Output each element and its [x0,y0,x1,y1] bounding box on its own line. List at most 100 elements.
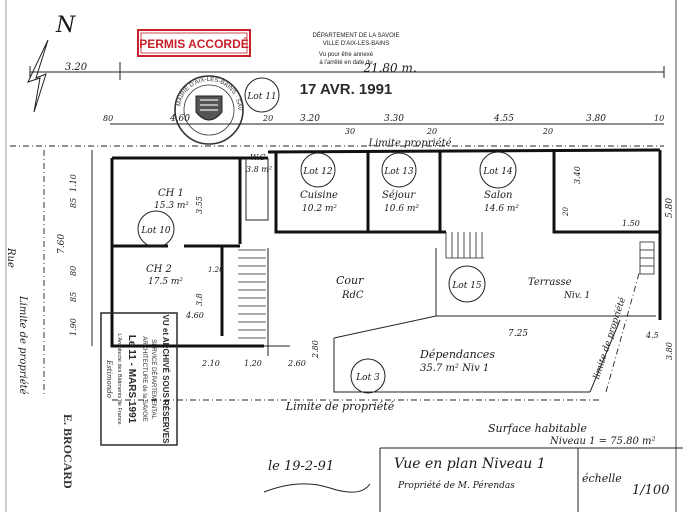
title-block: Vue en plan Niveau 1 Propriété de M. Pér… [379,447,683,512]
permis-stamp: PERMIS ACCORDÉ [137,29,251,57]
svg-text:85: 85 [69,292,78,302]
room-salon: Salon [484,190,512,201]
svg-text:3.80: 3.80 [586,114,606,124]
scale-value: 1/100 [632,483,669,498]
dim-total: 21.80 m. [362,61,416,75]
svg-text:20: 20 [562,207,570,217]
svg-text:3.40: 3.40 [573,166,582,184]
svg-text:1.20: 1.20 [208,266,224,274]
svg-text:3.55: 3.55 [195,196,204,214]
dim-left-offset: 3.20 [65,62,88,73]
room-cuisine-area: 10.2 m² [302,204,337,214]
room-labels: CH 1 15.3 m² CH 2 17.5 m² W.C 3.8 m² Cui… [146,153,590,374]
surface-title: Surface habitable [488,422,587,435]
plan-owner: Propriété de M. Pérendas [397,480,515,491]
svg-text:10: 10 [654,114,664,123]
annex-line1: Vu pour être annexé [319,52,374,58]
svg-text:30: 30 [345,127,355,136]
archive-stamp: VU et ARCHIVÉ SOUS RÉSERVES SERVICE DÉPA… [100,312,178,446]
north-arrow-icon: N [27,13,76,113]
svg-text:1.10: 1.10 [69,174,78,192]
svg-text:7.25: 7.25 [508,329,528,339]
building-walls [110,148,662,393]
svg-text:L'Architecte des Bâtiments de: L'Architecte des Bâtiments de France [116,333,122,424]
north-label: N [55,13,76,38]
room-ch1-area: 15.3 m² [154,201,189,211]
plan-title: Vue en plan Niveau 1 [394,456,546,472]
room-cuisine: Cuisine [300,190,338,201]
svg-text:4.60: 4.60 [169,114,190,124]
limit-line-right [605,269,641,393]
svg-text:1.50: 1.50 [622,219,640,228]
svg-text:3.8: 3.8 [195,293,204,306]
lot-13: Lot 13 [383,167,414,177]
scale-label: échelle [582,472,622,485]
svg-text:Estimondo: Estimondo [105,359,113,398]
lot-14: Lot 14 [482,167,513,177]
svg-text:20: 20 [542,127,553,136]
stair-left [238,249,266,339]
approval-date: 17 AVR. 1991 [300,81,393,98]
svg-text:2.60: 2.60 [287,359,306,368]
signature-date: le 19-2-91 [268,459,334,474]
lot-markers: Lot 11 Lot 10 Lot 12 Lot 13 Lot 14 Lot 1… [137,77,517,394]
annex-line2: à l'arrêté en date du [319,60,372,66]
room-terrasse: Terrasse [528,277,572,288]
lot-11: Lot 11 [246,92,276,102]
svg-text:SERVICE DÉPARTEMENTAL: SERVICE DÉPARTEMENTAL [150,339,157,419]
svg-text:80: 80 [103,114,113,123]
room-sejour: Séjour [382,190,416,201]
svg-text:Le 11 - MARS 1991: Le 11 - MARS 1991 [126,335,137,424]
room-wc-area: 3.8 m² [246,165,272,174]
lot-10: Lot 10 [140,226,171,236]
svg-text:20: 20 [426,127,437,136]
surface-value: Niveau 1 = 75.80 m² [549,436,656,447]
svg-text:4.5: 4.5 [645,331,659,340]
svg-text:1.20: 1.20 [244,359,262,368]
room-sejour-area: 10.6 m² [384,204,419,214]
room-salon-area: 14.6 m² [484,204,519,214]
room-cour: Cour [336,274,364,287]
room-dependances: Dépendances [419,348,495,361]
svg-text:5.80: 5.80 [665,198,675,218]
svg-text:7.60: 7.60 [57,234,67,254]
side-dimensions: 1.10 85 7.60 80 85 1.90 3.55 3.8 1.20 4.… [57,150,675,368]
svg-text:80: 80 [69,266,78,276]
limit-bottom-label: Limite de propriété [285,400,395,413]
dim-top-row: 80 4.60 20 3.20 30 3.30 20 4.55 20 3.80 … [103,114,664,136]
svg-text:ARCHITECTURE de la SAVOIE: ARCHITECTURE de la SAVOIE [141,336,147,421]
svg-text:2.80: 2.80 [311,340,320,359]
svg-text:20: 20 [262,114,273,123]
limit-top-label: Limite propriété [367,138,451,149]
lot-3: Lot 3 [355,373,380,383]
room-ch1: CH 1 [158,188,184,199]
room-wc: W.C [250,153,266,162]
room-ch2: CH 2 [146,264,172,275]
svg-text:3.80: 3.80 [665,342,674,360]
stair-right [445,232,484,259]
svg-text:85: 85 [69,198,78,208]
room-cour-level: RdC [341,290,364,301]
dept-line1: DÉPARTEMENT DE LA SAVOIE [313,32,400,39]
room-terrasse-level: Niv. 1 [563,291,590,301]
svg-text:3.20: 3.20 [300,114,320,124]
street-label: Rue [5,247,16,268]
lot-15: Lot 15 [451,281,482,291]
svg-text:3.30: 3.30 [384,114,404,124]
permis-text: PERMIS ACCORDÉ [139,36,249,51]
signature-scribble [263,483,371,493]
svg-text:4.55: 4.55 [493,114,514,124]
svg-text:2.10: 2.10 [201,359,220,368]
room-dependances-area: 35.7 m² Niv 1 [420,363,489,374]
limit-left-label: Limite de propriété [17,295,28,395]
svg-text:VU et ARCHIVÉ SOUS RÉSERVES: VU et ARCHIVÉ SOUS RÉSERVES [161,315,170,445]
limit-right-label: limite de propriété [591,295,628,380]
stair-terrace [639,241,655,275]
svg-text:1.90: 1.90 [69,318,78,336]
svg-text:4.60: 4.60 [185,311,204,320]
architect-stamp: E. BROCARD [61,414,75,489]
room-ch2-area: 17.5 m² [148,277,183,287]
lot-12: Lot 12 [302,167,333,177]
dept-line2: VILLE D'AIX-LES-BAINS [323,41,390,47]
